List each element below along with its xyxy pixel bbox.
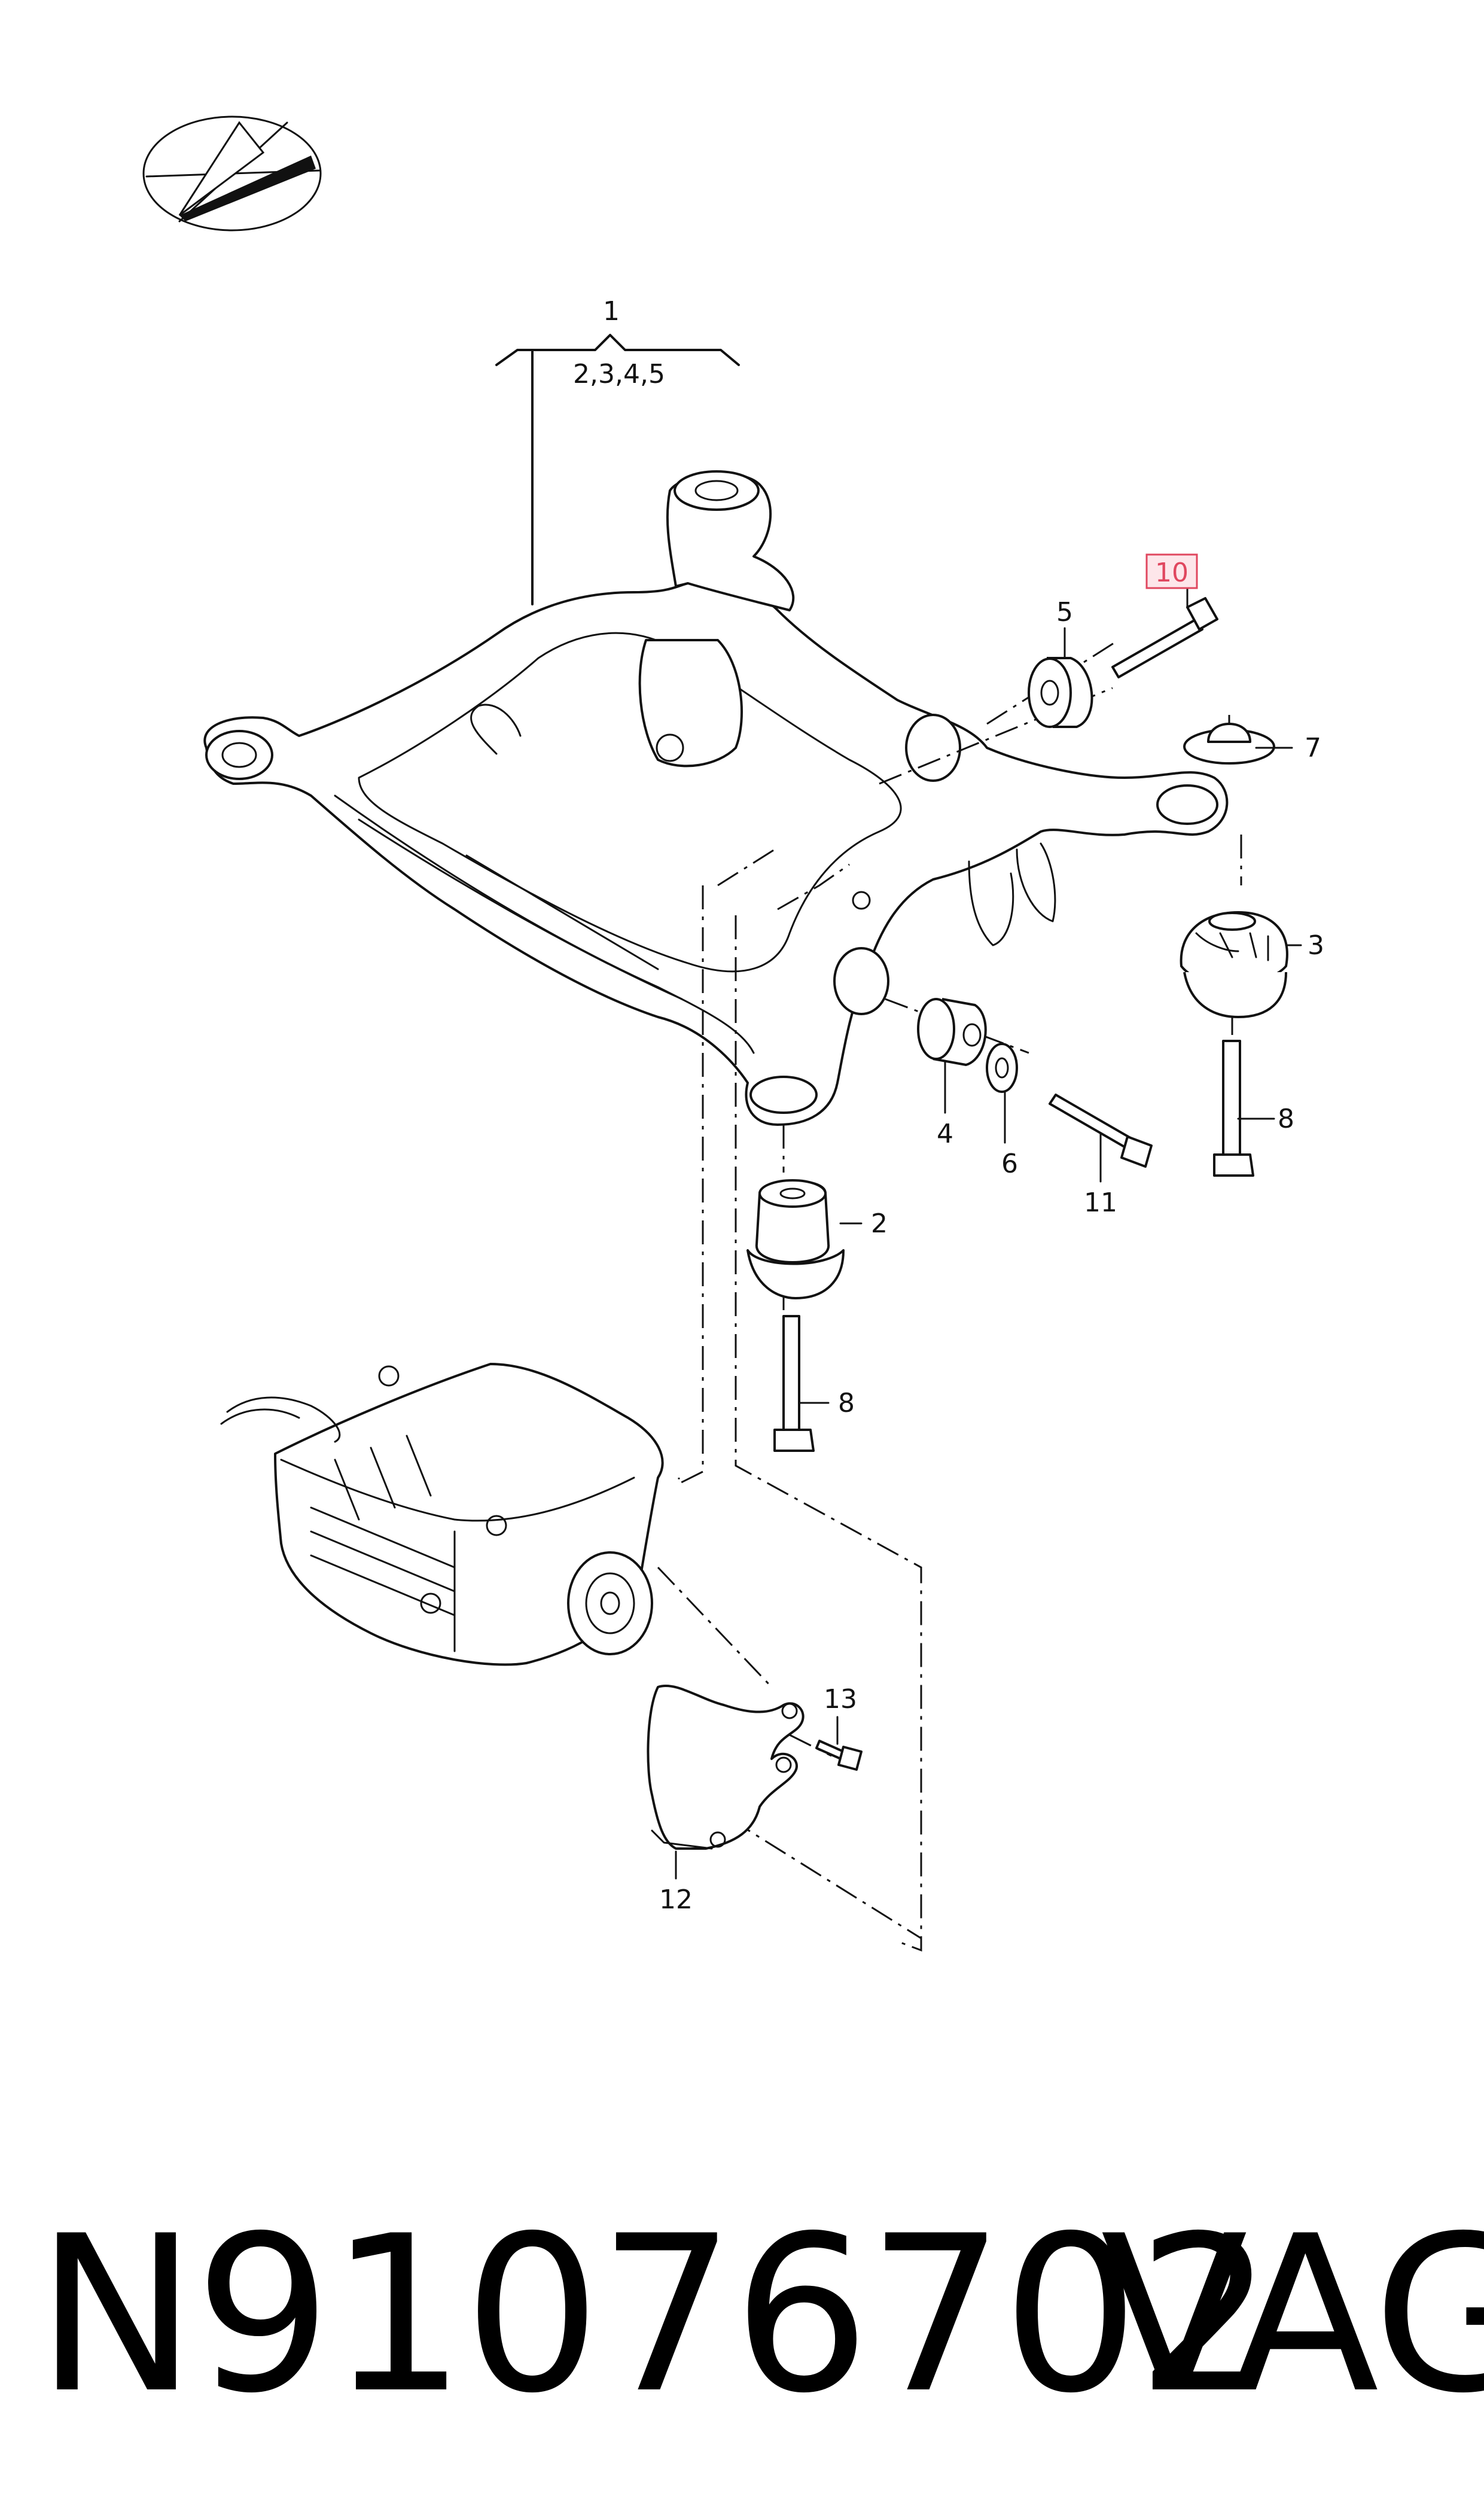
callout-12: 12 bbox=[659, 1884, 693, 1915]
compass-logo-icon bbox=[142, 115, 322, 232]
callout-labels: 1 2,3,4,5 10 5 7 3 8 4 6 11 2 8 13 12 bbox=[573, 296, 1324, 1915]
callout-1-bracket bbox=[495, 334, 740, 605]
part-number: N91076702 bbox=[36, 2190, 1274, 2440]
part-11-bolt bbox=[1049, 1094, 1153, 1168]
callout-11: 11 bbox=[1084, 1188, 1117, 1218]
callout-10-highlight bbox=[1145, 553, 1198, 589]
brand-label: VAG bbox=[1101, 2190, 1484, 2440]
part-3-mount bbox=[1180, 911, 1288, 1018]
part-7-washer bbox=[1183, 723, 1275, 765]
callout-2: 2 bbox=[871, 1208, 888, 1239]
differential-unit bbox=[220, 1363, 664, 1666]
leader-lines bbox=[675, 588, 1302, 1880]
callout-7: 7 bbox=[1305, 733, 1321, 763]
part-10-bolt bbox=[1111, 597, 1218, 678]
part-4-bushing bbox=[917, 998, 987, 1066]
callout-10: 10 bbox=[1155, 558, 1189, 588]
part-8-bolt-right bbox=[1213, 1040, 1254, 1177]
part-8-bolt-left bbox=[773, 1315, 815, 1452]
callout-13: 13 bbox=[824, 1684, 857, 1715]
callout-3: 3 bbox=[1308, 930, 1324, 961]
callout-8-right: 8 bbox=[1278, 1104, 1294, 1134]
callout-1: 1 bbox=[603, 296, 620, 327]
callout-8-left: 8 bbox=[838, 1388, 855, 1418]
callout-1-sub: 2,3,4,5 bbox=[573, 359, 665, 389]
callout-5: 5 bbox=[1056, 597, 1073, 628]
part-13-bolt bbox=[815, 1740, 863, 1771]
subframe bbox=[203, 470, 1229, 1126]
part-2-mount bbox=[746, 1179, 845, 1299]
callout-4: 4 bbox=[937, 1119, 953, 1149]
callout-6: 6 bbox=[1001, 1149, 1018, 1179]
part-5-bushing bbox=[1028, 657, 1093, 728]
part-12-bracket bbox=[647, 1685, 805, 1850]
part-6-washer bbox=[986, 1043, 1018, 1093]
dashed-assembly-lines bbox=[657, 639, 1242, 1952]
